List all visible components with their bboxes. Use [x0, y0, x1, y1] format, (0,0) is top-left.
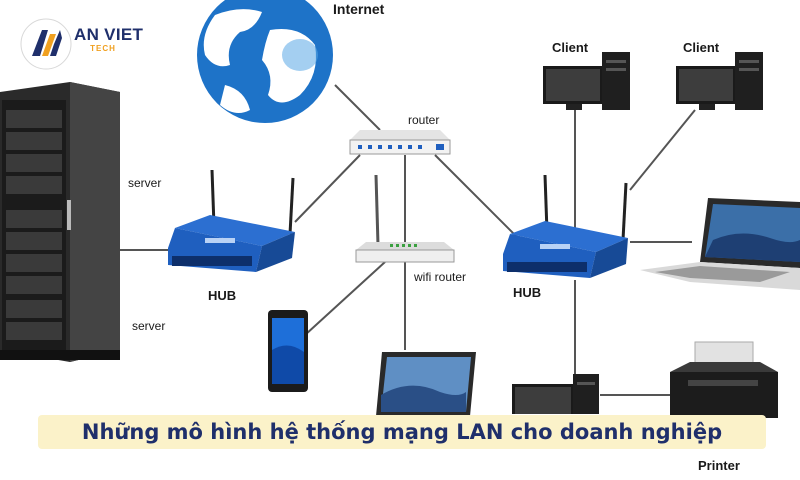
hub-right-label: HUB	[513, 285, 541, 300]
laptop-right-icon	[640, 198, 800, 290]
wifi-router-icon	[355, 174, 455, 263]
caption-text: Những mô hình hệ thống mạng LAN cho doan…	[81, 420, 723, 444]
brand-logo	[20, 18, 160, 70]
client-1-label: Client	[552, 40, 589, 55]
server-top-label: server	[128, 176, 161, 190]
hub-left-label: HUB	[208, 288, 236, 303]
caption-banner: Những mô hình hệ thống mạng LAN cho doan…	[38, 415, 766, 449]
brand-name: AN VIET	[74, 25, 144, 44]
line-router-hub-right	[434, 154, 526, 246]
smartphone-icon	[268, 310, 308, 392]
router-icon	[349, 130, 451, 155]
internet-label: Internet	[333, 1, 385, 17]
hub-right-icon	[503, 174, 628, 278]
brand-text: AN VIET TECH	[74, 25, 164, 54]
wifi-router-label: wifi router	[413, 270, 466, 284]
line-router-hub-left	[294, 154, 361, 223]
server-bottom-label: server	[132, 319, 165, 333]
brand-logo-icon	[20, 18, 72, 70]
hub-left-icon	[168, 169, 295, 272]
server-rack-icon	[0, 82, 120, 362]
line-internet-router	[334, 84, 381, 131]
laptop-center-icon	[376, 352, 476, 416]
connection-lines	[120, 84, 696, 396]
client-desktop-2-icon	[676, 52, 763, 110]
printer-icon	[670, 341, 778, 418]
desktop-bottom-icon	[512, 374, 599, 414]
globe-icon	[197, 0, 333, 123]
client-desktop-1-icon	[543, 52, 630, 110]
router-label: router	[408, 113, 439, 127]
printer-label: Printer	[698, 458, 740, 473]
client-2-label: Client	[683, 40, 720, 55]
line-wifi-phone	[304, 261, 386, 336]
line-hub-client2	[629, 109, 696, 191]
brand-subtitle: TECH	[90, 44, 116, 53]
